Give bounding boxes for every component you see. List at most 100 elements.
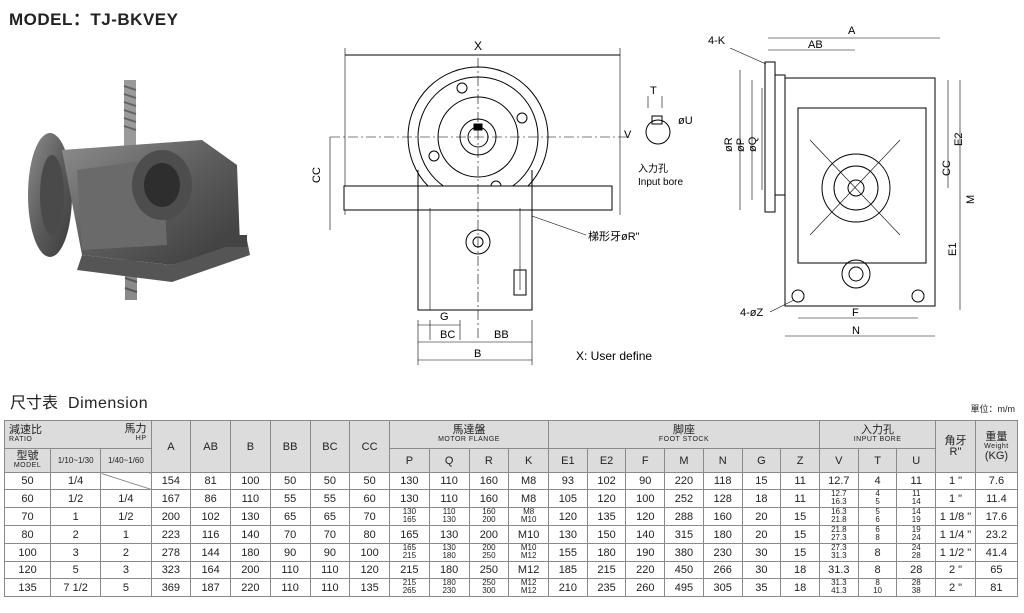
cell-b: 220 bbox=[230, 578, 271, 597]
cell-b: 110 bbox=[230, 489, 271, 508]
cell-b: 200 bbox=[230, 561, 271, 579]
cell-ab: 81 bbox=[190, 472, 231, 490]
ratio-hp-header: 減速比 RATIO 馬力 HP bbox=[4, 420, 152, 449]
input-bore-detail: T V øU 入力孔 Input bore X: User define bbox=[576, 85, 693, 363]
cell-g: 30 bbox=[741, 543, 782, 562]
cell-bc: 55 bbox=[309, 489, 351, 508]
cell-k-line: M8 bbox=[523, 507, 535, 516]
foot-stock-header: 脚座 FOOT STOCK bbox=[548, 420, 820, 449]
input-bore-en-h: INPUT BORE bbox=[853, 436, 902, 443]
cell-cc: 80 bbox=[349, 525, 390, 544]
cell-q-line: 110 bbox=[442, 507, 456, 516]
cell-t-line: 5 bbox=[875, 497, 880, 506]
cell-u: 28 bbox=[896, 561, 937, 579]
gearbox-photo bbox=[28, 80, 250, 300]
cell-q: 110 bbox=[428, 489, 470, 508]
cell-z: 15 bbox=[780, 525, 820, 544]
f-label: F bbox=[852, 307, 859, 319]
cell-v-line: 31.3 bbox=[831, 551, 847, 560]
cell-e2: 235 bbox=[586, 578, 627, 597]
input-bore-header: 入力孔 INPUT BORE bbox=[818, 420, 937, 449]
cell-e1: 155 bbox=[548, 543, 588, 562]
thread-cn: 角牙 bbox=[944, 434, 967, 447]
cell-g: 15 bbox=[741, 472, 782, 490]
cell-v: 31.3 bbox=[819, 561, 859, 579]
cell-r: 250 bbox=[468, 561, 510, 579]
cell-z: 15 bbox=[780, 507, 820, 526]
p-label: øP bbox=[735, 138, 747, 152]
thread-header: 角牙 R" bbox=[935, 420, 976, 473]
cell-r-line: 160 bbox=[482, 507, 496, 516]
cell-m: 450 bbox=[664, 561, 704, 579]
cell-f: 190 bbox=[625, 543, 666, 562]
cell-m: 315 bbox=[664, 525, 704, 544]
cell-e1: 130 bbox=[548, 525, 588, 544]
col-g: G bbox=[741, 448, 782, 473]
cell-model: 100 bbox=[3, 543, 52, 562]
cell-r: 200 bbox=[468, 525, 510, 544]
cell-a: 223 bbox=[150, 525, 192, 544]
cell-u-line: 19 bbox=[911, 525, 921, 534]
cell-u-line: 28 bbox=[911, 551, 921, 560]
cell-t-line: 8 bbox=[875, 533, 880, 542]
cell-u-line: 28 bbox=[911, 578, 921, 587]
cell-e2: 102 bbox=[586, 472, 627, 490]
cell-model: 60 bbox=[3, 489, 52, 508]
hp-cn: 馬力 bbox=[124, 423, 147, 435]
cell-g: 18 bbox=[741, 489, 782, 508]
cell-u-line: 38 bbox=[911, 586, 921, 595]
cell-model: 135 bbox=[3, 578, 52, 597]
cell-b: 130 bbox=[230, 507, 271, 526]
model-cn: 型號 bbox=[16, 450, 39, 462]
cell-weight: 81 bbox=[974, 578, 1019, 597]
cell-a: 200 bbox=[150, 507, 192, 526]
col-cc: CC bbox=[349, 420, 390, 473]
cell-r2: 3 bbox=[100, 561, 152, 579]
cell-t: 4 bbox=[857, 472, 898, 490]
cell-r1: 1/2 bbox=[50, 489, 102, 508]
cell-g: 30 bbox=[741, 561, 782, 579]
cell-e1: 210 bbox=[548, 578, 588, 597]
cell-r2: 1/4 bbox=[100, 489, 152, 508]
cell-z: 18 bbox=[780, 578, 820, 597]
cell-v-line: 16.3 bbox=[831, 497, 847, 506]
cell-weight: 7.6 bbox=[974, 472, 1019, 490]
cell-bc: 70 bbox=[309, 525, 351, 544]
cell-k: M8 bbox=[508, 489, 550, 508]
cell-p-line: 165 bbox=[402, 543, 417, 552]
weight-unit: (KG) bbox=[984, 449, 1009, 462]
user-define-note: X: User define bbox=[576, 349, 652, 363]
technical-drawing: X CC 梯形牙øR" G BC BB B bbox=[311, 25, 977, 365]
cell-thread: 1 1/8 " bbox=[935, 507, 976, 526]
cell-r2: 1/2 bbox=[100, 507, 152, 526]
cell-thread: 1 " bbox=[935, 472, 976, 490]
cell-weight: 65 bbox=[974, 561, 1019, 579]
model-en: MODEL bbox=[13, 462, 42, 469]
e1-label: E1 bbox=[947, 243, 959, 256]
cell-model: 70 bbox=[3, 507, 52, 526]
cc2-label: CC bbox=[941, 160, 953, 176]
cell-b: 180 bbox=[230, 543, 271, 562]
a-label: A bbox=[848, 25, 856, 37]
cell-v-line: 21.8 bbox=[831, 515, 847, 524]
ratio1-header: 1/10~1/30 bbox=[50, 448, 102, 473]
cell-ab: 164 bbox=[190, 561, 231, 579]
cell-r1: 2 bbox=[50, 525, 102, 544]
cell-g: 35 bbox=[741, 578, 782, 597]
v-label: V bbox=[624, 129, 632, 141]
cell-cc: 50 bbox=[349, 472, 390, 490]
cell-v-line: 12.7 bbox=[831, 489, 847, 498]
input-bore-en: Input bore bbox=[638, 177, 683, 188]
cell-t-line: 6 bbox=[875, 525, 880, 534]
